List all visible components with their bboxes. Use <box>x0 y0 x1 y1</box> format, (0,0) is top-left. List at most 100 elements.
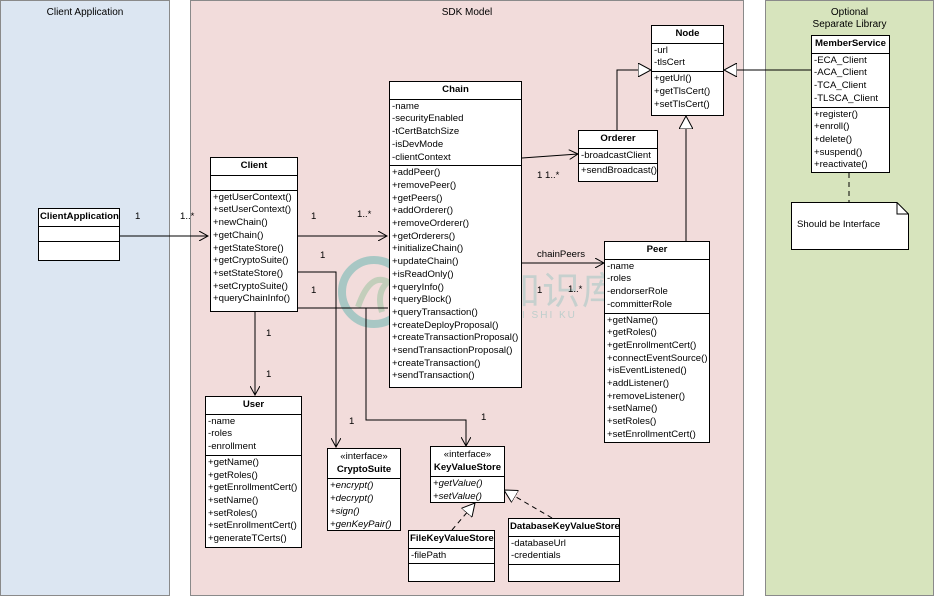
method: +isEventListened() <box>607 365 687 377</box>
method: +getChain() <box>213 229 264 241</box>
method: +sendTransactionProposal() <box>392 345 513 357</box>
class-name: DatabaseKeyValueStore <box>509 519 620 537</box>
class-name: FileKeyValueStore <box>409 531 494 549</box>
methods-section: +getValue() +setValue() <box>431 477 504 504</box>
multiplicity-label: 1 <box>349 416 355 427</box>
multiplicity-label: 1 <box>481 412 487 423</box>
class-client-application: ClientApplication <box>38 208 120 261</box>
attribute: -securityEnabled <box>392 113 464 125</box>
attribute: -ECA_Client <box>814 54 867 66</box>
method: +newChain() <box>213 217 268 229</box>
method: +removeListener() <box>607 390 686 402</box>
method: +getCryptoSuite() <box>213 255 289 267</box>
method: +setName() <box>208 494 259 506</box>
method: +delete() <box>814 133 853 145</box>
method: +suspend() <box>814 146 863 158</box>
multiplicity-label: 1..* <box>357 209 372 220</box>
method: +getUserContext() <box>213 191 292 203</box>
attribute: -credentials <box>511 550 561 562</box>
method: +getPeers() <box>392 192 443 204</box>
method: +getUrl() <box>654 73 692 85</box>
multiplicity-label: 1..* <box>180 211 195 222</box>
method: +genKeyPair() <box>330 518 392 530</box>
attribute: -broadcastClient <box>581 149 651 161</box>
method: +createTransaction() <box>392 357 481 369</box>
stereotype: «interface» <box>340 451 388 462</box>
method: +createDeployProposal() <box>392 319 499 331</box>
method: +sendTransaction() <box>392 370 475 382</box>
method: +queryTransaction() <box>392 306 478 318</box>
class-name: Chain <box>390 82 521 100</box>
class-member-service: MemberService -ECA_Client -ACA_Client -T… <box>811 35 890 173</box>
method: +getValue() <box>433 478 483 490</box>
method: +getEnrollmentCert() <box>208 482 298 494</box>
method: +addPeer() <box>392 167 441 179</box>
method: +setTlsCert() <box>654 98 710 110</box>
class-chain: Chain -name -securityEnabled -tCertBatch… <box>389 81 522 388</box>
note-text: Should be Interface <box>797 219 881 230</box>
attribute: -roles <box>607 273 631 285</box>
method: +queryChainInfo() <box>213 293 291 305</box>
method: +reactivate() <box>814 159 868 171</box>
multiplicity-label: 1 <box>311 211 317 222</box>
method: +sendBroadcast() <box>581 165 657 177</box>
attribute: -committerRole <box>607 298 673 310</box>
attribute: -tCertBatchSize <box>392 126 460 138</box>
method: +register() <box>814 108 858 120</box>
class-name: User <box>206 397 301 415</box>
attributes-section <box>211 176 297 191</box>
attributes-section: -broadcastClient <box>579 149 657 165</box>
class-name: MemberService <box>812 36 889 54</box>
method: +setUserContext() <box>213 204 292 216</box>
method: +setRoles() <box>607 416 657 428</box>
class-user: User -name -roles -enrollment +getName()… <box>205 396 302 548</box>
zone-title-sdk: SDK Model <box>441 7 493 18</box>
attributes-section: -name -roles -endorserRole -committerRol… <box>605 260 709 314</box>
class-peer: Peer -name -roles -endorserRole -committ… <box>604 241 710 443</box>
method: +queryBlock() <box>392 294 452 306</box>
multiplicity-label: 1 <box>320 250 326 261</box>
role-label: chainPeers <box>537 249 585 260</box>
methods-section: +getName() +getRoles() +getEnrollmentCer… <box>206 456 301 547</box>
method: +addOrderer() <box>392 205 454 217</box>
method: +setEnrollmentCert() <box>208 520 297 532</box>
method: +isReadOnly() <box>392 268 454 280</box>
attribute: -name <box>607 260 635 272</box>
class-file-key-value-store: FileKeyValueStore -filePath <box>408 530 495 582</box>
zone-title-client: Client Application <box>46 7 124 18</box>
methods-section <box>509 565 619 579</box>
methods-section: +getName() +getRoles() +getEnrollmentCer… <box>605 314 709 443</box>
method: +setValue() <box>433 491 482 503</box>
multiplicity-label: 1 1..* <box>537 170 560 181</box>
attributes-section <box>39 227 119 242</box>
method: +setName() <box>607 403 658 415</box>
attributes-section: -url -tlsCert <box>652 44 723 73</box>
class-orderer: Orderer -broadcastClient +sendBroadcast(… <box>578 130 658 182</box>
attribute: -isDevMode <box>392 138 444 150</box>
multiplicity-label: 1 <box>537 285 543 296</box>
class-key-value-store: «interface» KeyValueStore +getValue() +s… <box>430 446 505 503</box>
attribute: -TLSCA_Client <box>814 92 878 104</box>
zone-title-optional-1: Optional <box>830 7 869 18</box>
method: +setStateStore() <box>213 267 284 279</box>
attribute: -ACA_Client <box>814 67 867 79</box>
method: +encrypt() <box>330 480 374 492</box>
method: +enroll() <box>814 121 850 133</box>
attribute: -tlsCert <box>654 57 685 69</box>
client-application-zone: Client Application <box>0 0 170 596</box>
method: +getName() <box>208 456 259 468</box>
class-name: Peer <box>605 242 709 260</box>
method: +createTransactionProposal() <box>392 332 519 344</box>
method: +connectEventSource() <box>607 352 708 364</box>
class-name: CryptoSuite <box>336 463 392 475</box>
method: +removePeer() <box>392 179 457 191</box>
method: +getEnrollmentCert() <box>607 339 697 351</box>
note-shape-icon <box>791 202 909 250</box>
multiplicity-label: 1 <box>135 211 141 222</box>
methods-section: +getUserContext() +setUserContext() +new… <box>211 191 297 307</box>
method: +setCryptoSuite() <box>213 280 288 292</box>
methods-section <box>409 564 494 578</box>
method: +getRoles() <box>607 327 657 339</box>
attribute: -filePath <box>411 549 447 561</box>
